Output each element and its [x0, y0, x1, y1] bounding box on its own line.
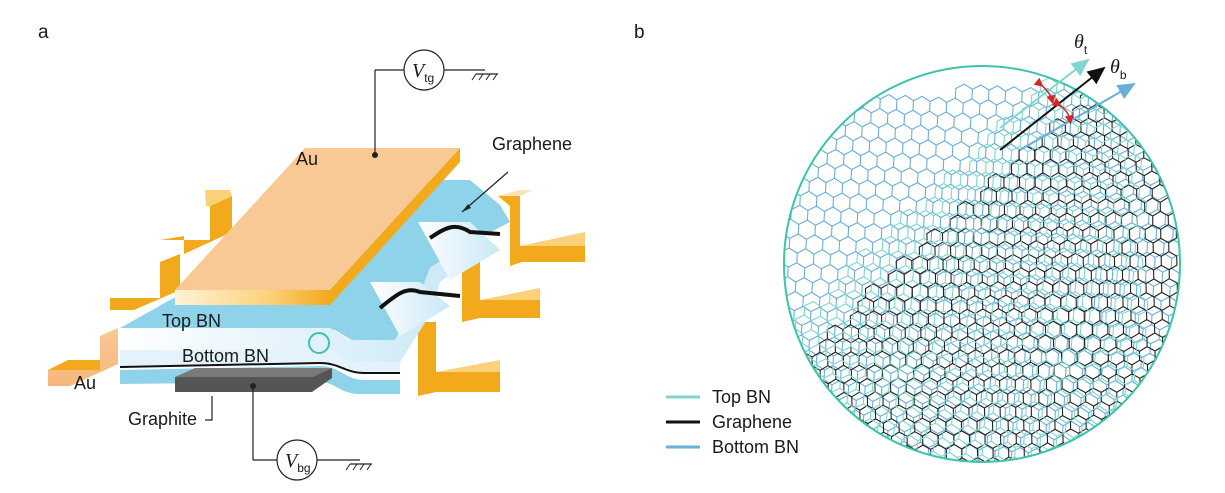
- top-gate-subscript: tg: [424, 71, 434, 85]
- bottom-ground-icon: [345, 463, 372, 471]
- moire-lattice: [784, 74, 1180, 462]
- theta-b-symbol: θ: [1110, 56, 1120, 78]
- panel-b-letter: b: [634, 22, 645, 43]
- angle-arc-bottom: [1051, 97, 1074, 125]
- top-gate-wiring: Vtg: [372, 49, 498, 158]
- label-bottom-bn: Bottom BN: [182, 346, 269, 366]
- label-au-left: Au: [74, 373, 96, 393]
- device-schematic: Vtg Vbg: [48, 49, 585, 481]
- legend-label-bottom-bn: Bottom BN: [712, 437, 799, 457]
- svg-text:Vtg: Vtg: [412, 60, 434, 85]
- graphene-pointer: [461, 171, 509, 213]
- top-ground-icon: [471, 73, 498, 81]
- back-gate-subscript: bg: [297, 461, 310, 475]
- graphene-pointer-arrowhead: [462, 204, 471, 212]
- contact-back-row: [160, 190, 585, 266]
- bottom-bn-direction-arrow: [1019, 82, 1136, 151]
- back-gate-wiring: Vbg: [250, 383, 372, 481]
- back-gate-symbol: V: [285, 450, 300, 472]
- orientation-arrows: θt θb: [999, 31, 1136, 151]
- svg-text:θt: θt: [1074, 31, 1088, 57]
- svg-text:θb: θb: [1110, 56, 1127, 82]
- label-graphite: Graphite: [128, 409, 197, 429]
- graphite-back-gate: [175, 368, 332, 392]
- top-gate-symbol: V: [412, 60, 427, 82]
- theta-b-subscript: b: [1120, 68, 1127, 82]
- theta-t-symbol: θ: [1074, 31, 1084, 53]
- legend-label-graphene: Graphene: [712, 412, 792, 432]
- legend: Top BN Graphene Bottom BN: [666, 387, 799, 457]
- lattice-boundary-circle: [783, 65, 1181, 463]
- panel-a-letter: a: [38, 22, 49, 43]
- legend-item-graphene: Graphene: [666, 412, 792, 432]
- theta-t-subscript: t: [1084, 43, 1088, 57]
- label-graphene: Graphene: [492, 134, 572, 154]
- au-top-gate: [175, 148, 460, 305]
- graphite-pointer: [205, 396, 213, 421]
- label-top-bn: Top BN: [162, 311, 221, 331]
- svg-text:Vbg: Vbg: [285, 450, 311, 475]
- contact-front: [48, 322, 500, 396]
- label-au-top: Au: [296, 149, 318, 169]
- highlight-circle: [308, 332, 330, 354]
- angle-arc-top: [1033, 77, 1056, 105]
- legend-item-top-bn: Top BN: [666, 387, 771, 407]
- legend-label-top-bn: Top BN: [712, 387, 771, 407]
- legend-item-bottom-bn: Bottom BN: [666, 437, 799, 457]
- contact-middle-row: [110, 254, 540, 322]
